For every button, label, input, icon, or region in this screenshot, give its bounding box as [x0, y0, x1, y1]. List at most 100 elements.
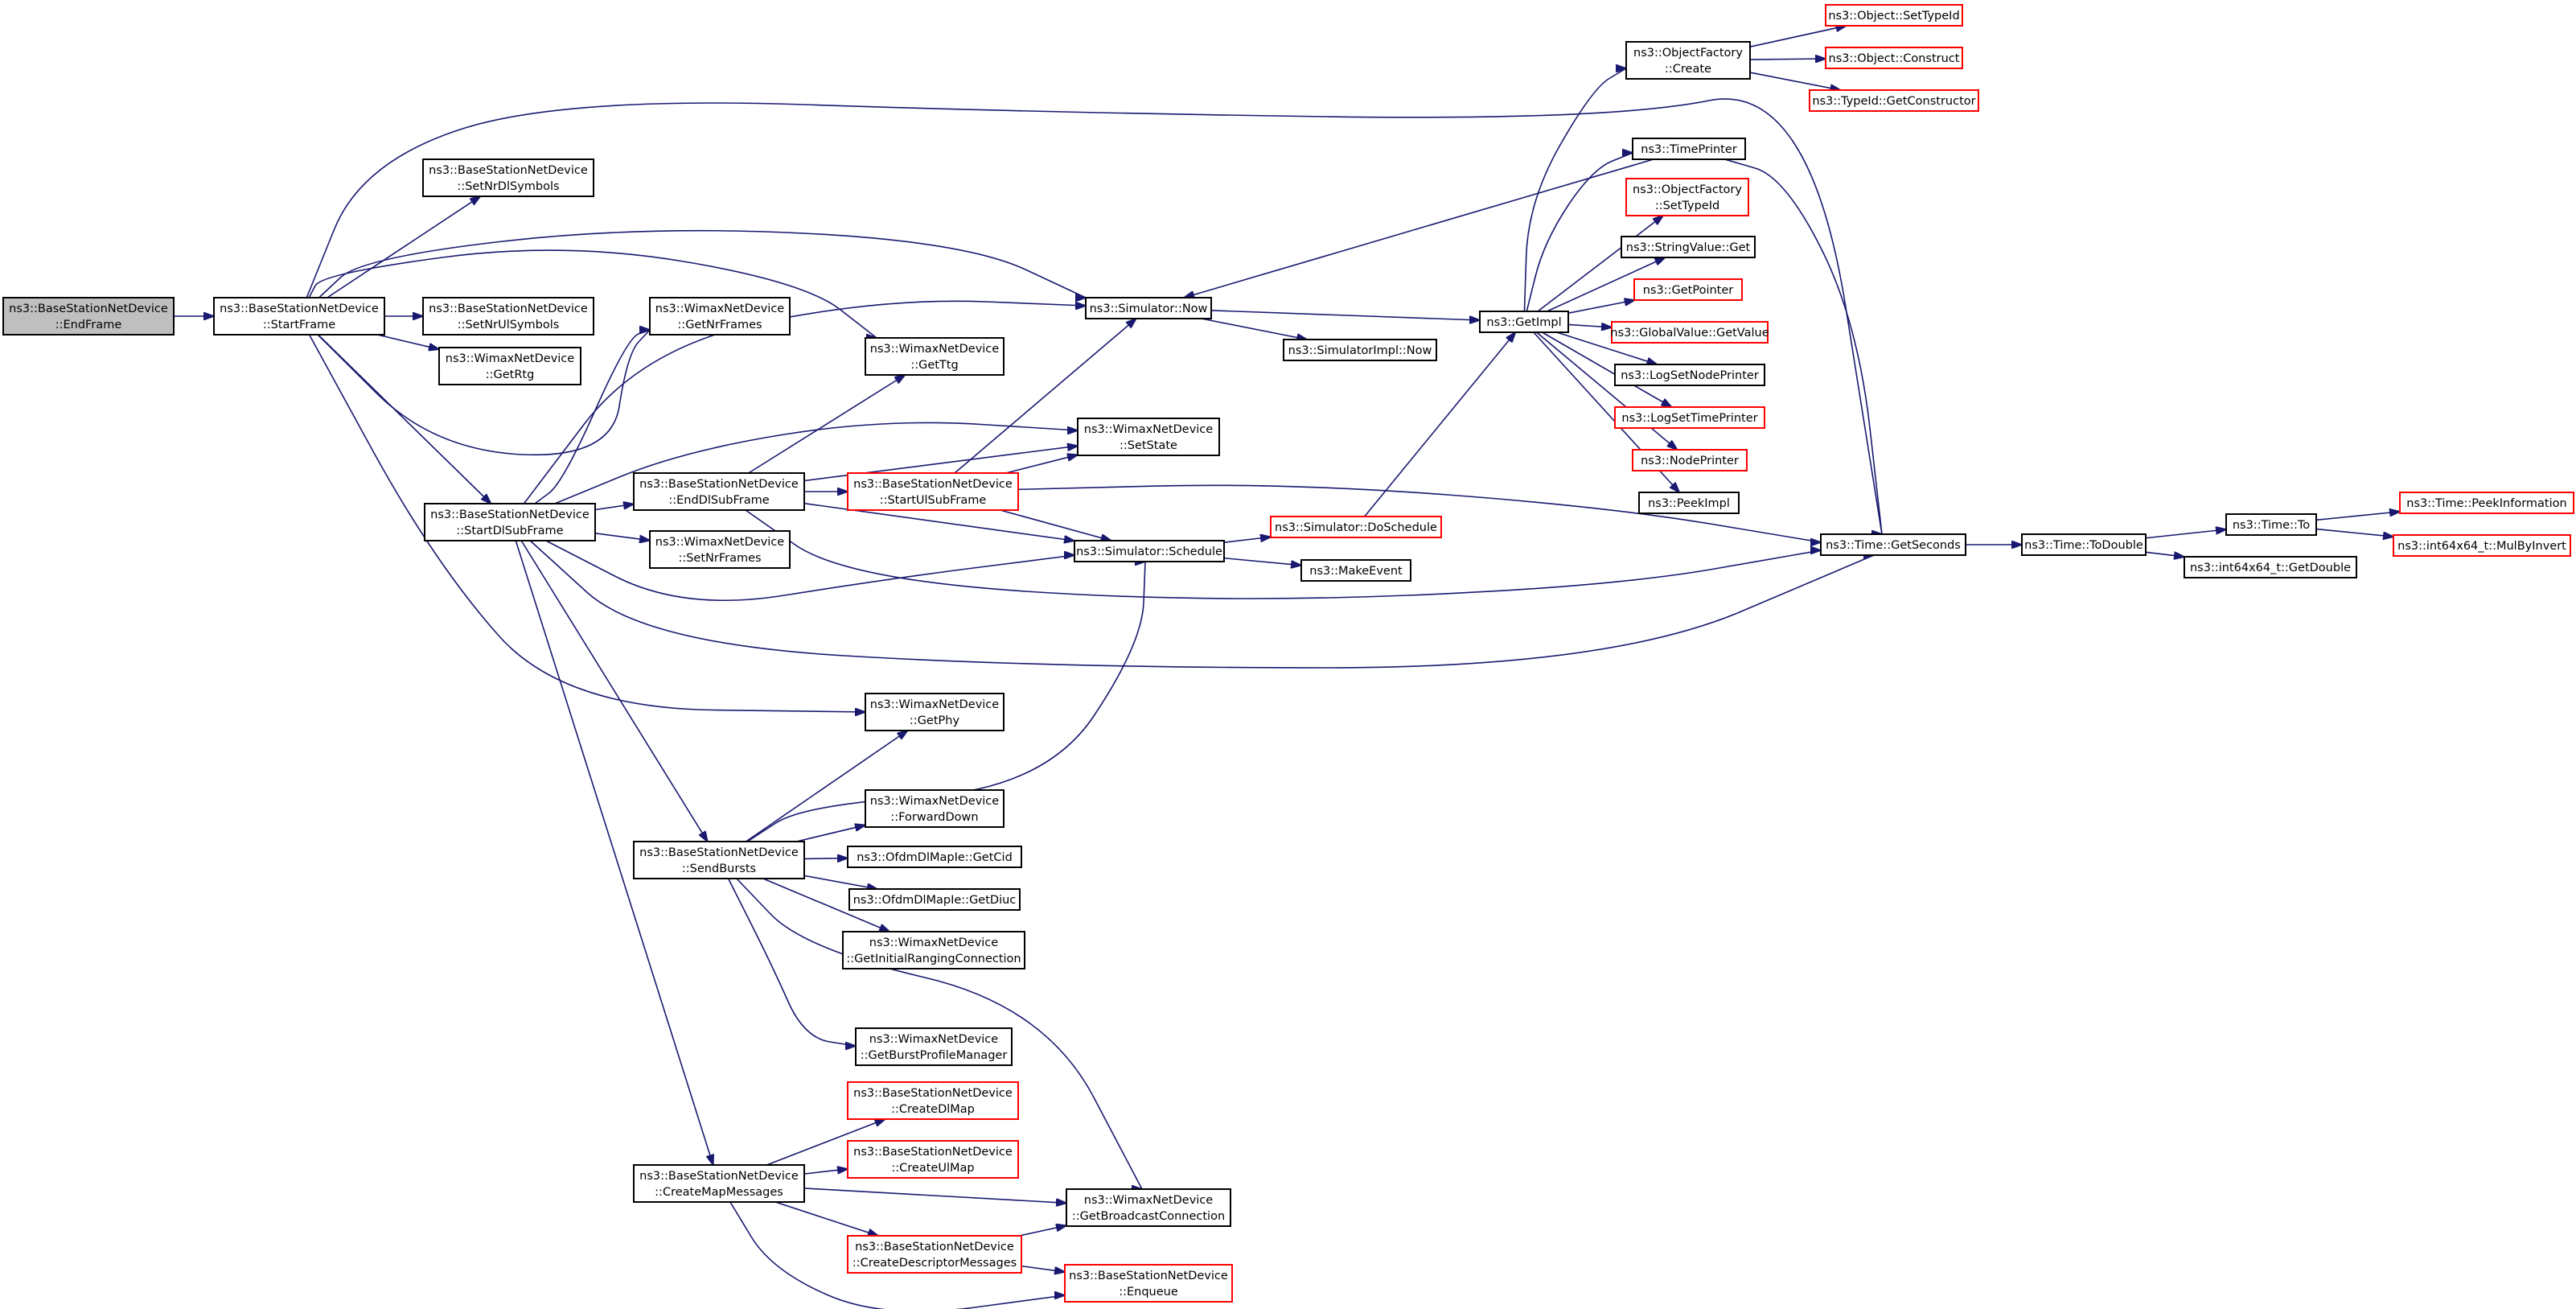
node-peekimpl[interactable]: ns3::PeekImpl [1638, 492, 1740, 514]
edge-simschedule-to-dosched [1223, 537, 1271, 543]
node-label-line: ns3::WimaxNetDevice [1084, 1194, 1213, 1207]
node-getttg[interactable]: ns3::WimaxNetDevice::GetTtg [865, 337, 1005, 376]
node-label-line: ns3::WimaxNetDevice [870, 795, 999, 808]
node-getimpl[interactable]: ns3::GetImpl [1479, 311, 1569, 333]
node-sendbursts[interactable]: ns3::BaseStationNetDevice::SendBursts [633, 841, 805, 879]
node-label-line: ns3::ObjectFactory [1633, 47, 1743, 60]
node-createdescriptor[interactable]: ns3::BaseStationNetDevice::CreateDescrip… [847, 1235, 1022, 1274]
node-getcid[interactable]: ns3::OfdmDlMapIe::GetCid [847, 846, 1022, 868]
node-label-line: ns3::Time::To [2233, 519, 2310, 532]
node-mulbyinvert[interactable]: ns3::int64x64_t::MulByInvert [2393, 534, 2571, 557]
edge-simnow-to-simimplnow [1201, 318, 1308, 340]
node-label-line: ns3::MakeEvent [1309, 565, 1403, 578]
node-label-line: ::Enqueue [1119, 1286, 1178, 1299]
node-getinitranging[interactable]: ns3::WimaxNetDevice::GetInitialRangingCo… [842, 931, 1025, 969]
edge-timeprinter-to-simnow [1184, 158, 1654, 298]
node-objfactsettypeid[interactable]: ns3::ObjectFactory::SetTypeId [1625, 178, 1749, 216]
node-box [649, 530, 791, 569]
node-objsettypeid[interactable]: ns3::Object::SetTypeId [1825, 4, 1963, 27]
edge-startulsubframe-to-setstate [1005, 455, 1078, 474]
edge-createmapmessages-to-createulmap [803, 1169, 848, 1175]
node-getdiuc[interactable]: ns3::OfdmDlMapIe::GetDiuc [848, 888, 1021, 911]
node-box [633, 1164, 805, 1203]
node-makeevent[interactable]: ns3::MakeEvent [1300, 559, 1411, 582]
node-startdlsubframe[interactable]: ns3::BaseStationNetDevice::StartDlSubFra… [424, 503, 596, 541]
edge-sendbursts-to-getinitranging [762, 878, 889, 932]
node-getpointer[interactable]: ns3::GetPointer [1633, 278, 1743, 301]
edge-getimpl-to-globalvalueget [1567, 324, 1612, 327]
node-label-line: ::StartDlSubFrame [456, 525, 563, 537]
node-getrtg[interactable]: ns3::WimaxNetDevice::GetRtg [438, 347, 581, 385]
node-logsetnodeprinter[interactable]: ns3::LogSetNodePrinter [1614, 364, 1765, 386]
node-timeto[interactable]: ns3::Time::To [2225, 513, 2317, 536]
node-globalvalueget[interactable]: ns3::GlobalValue::GetValue [1610, 321, 1769, 344]
node-timeprinter[interactable]: ns3::TimePrinter [1632, 138, 1746, 160]
node-box [847, 1235, 1022, 1274]
node-label-line: ::GetPhy [910, 714, 960, 727]
edge-createmapmessages-to-enqueue [729, 1201, 1065, 1309]
node-box [1614, 364, 1765, 386]
node-box [2184, 556, 2357, 578]
node-setnrulsymbols[interactable]: ns3::BaseStationNetDevice::SetNrUlSymbol… [422, 297, 594, 335]
edge-simnow-to-getimpl [1210, 310, 1480, 320]
node-simimplnow[interactable]: ns3::SimulatorImpl::Now [1283, 339, 1437, 361]
node-label-line: ns3::WimaxNetDevice [446, 352, 574, 365]
node-box [1066, 1188, 1231, 1227]
node-timegetseconds[interactable]: ns3::Time::GetSeconds [1820, 533, 1966, 556]
node-box [865, 789, 1005, 828]
node-getbroadcast[interactable]: ns3::WimaxNetDevice::GetBroadcastConnect… [1066, 1188, 1231, 1227]
node-box [848, 888, 1021, 911]
node-label-line: ns3::PeekImpl [1648, 497, 1730, 510]
edge-timeto-to-peekinfo [2315, 512, 2400, 521]
node-nodeprinter[interactable]: ns3::NodePrinter [1632, 449, 1748, 471]
node-label-line: ns3::BaseStationNetDevice [429, 303, 588, 315]
node-label-line: ::StartFrame [263, 319, 335, 331]
edge-simschedule-to-makeevent [1223, 557, 1301, 566]
node-createulmap[interactable]: ns3::BaseStationNetDevice::CreateUlMap [847, 1140, 1019, 1179]
node-peekinfo[interactable]: ns3::Time::PeekInformation [2399, 492, 2574, 514]
node-box [855, 1027, 1013, 1066]
edge-startframe-to-getttg [308, 249, 877, 338]
node-label-line: ::SendBursts [682, 862, 756, 875]
node-box [847, 472, 1019, 511]
node-box [2021, 533, 2147, 556]
node-box [422, 297, 594, 335]
node-enddlsubframe[interactable]: ns3::BaseStationNetDevice::EndDlSubFrame [633, 472, 805, 511]
node-stringvalueget[interactable]: ns3::StringValue::Get [1621, 236, 1756, 258]
edge-sendbursts-to-getphy [746, 731, 908, 842]
node-setnrdlsymbols[interactable]: ns3::BaseStationNetDevice::SetNrDlSymbol… [422, 158, 594, 197]
node-label-line: ns3::BaseStationNetDevice [853, 1087, 1013, 1100]
node-getdouble[interactable]: ns3::int64x64_t::GetDouble [2184, 556, 2357, 578]
node-startframe[interactable]: ns3::BaseStationNetDevice::StartFrame [213, 297, 385, 335]
edge-getimpl-to-logsetnodeprinter [1556, 331, 1658, 364]
node-typeidgetctor[interactable]: ns3::TypeId::GetConstructor [1809, 89, 1979, 112]
edge-getimpl-to-timeprinter [1526, 153, 1633, 312]
node-setnrframes[interactable]: ns3::WimaxNetDevice::SetNrFrames [649, 530, 791, 569]
node-box [2393, 534, 2571, 557]
node-objfactcreate[interactable]: ns3::ObjectFactory::Create [1625, 41, 1751, 80]
node-setstate[interactable]: ns3::WimaxNetDevice::SetState [1077, 418, 1220, 456]
edge-createmapmessages-to-createdescriptor [774, 1201, 878, 1236]
node-box [438, 347, 581, 385]
node-forwarddown[interactable]: ns3::WimaxNetDevice::ForwardDown [865, 789, 1005, 828]
node-box [1825, 4, 1963, 27]
node-getburstprofile[interactable]: ns3::WimaxNetDevice::GetBurstProfileMana… [855, 1027, 1013, 1066]
edge-startdlsubframe-to-sendbursts [520, 540, 708, 842]
node-logsettimeprinter[interactable]: ns3::LogSetTimePrinter [1614, 406, 1765, 429]
node-simschedule[interactable]: ns3::Simulator::Schedule [1074, 540, 1225, 562]
node-getphy[interactable]: ns3::WimaxNetDevice::GetPhy [865, 693, 1005, 731]
node-box [1085, 297, 1212, 319]
node-createmapmessages[interactable]: ns3::BaseStationNetDevice::CreateMapMess… [633, 1164, 805, 1203]
node-createdlmap[interactable]: ns3::BaseStationNetDevice::CreateDlMap [847, 1081, 1019, 1120]
edge-timetodouble-to-getdouble [2145, 551, 2184, 557]
node-enqueue[interactable]: ns3::BaseStationNetDevice::Enqueue [1064, 1264, 1233, 1303]
node-label-line: ns3::WimaxNetDevice [655, 303, 784, 315]
node-getnrframes[interactable]: ns3::WimaxNetDevice::GetNrFrames [649, 297, 791, 335]
node-timetodouble[interactable]: ns3::Time::ToDouble [2021, 533, 2147, 556]
node-label-line: ns3::StringValue::Get [1626, 241, 1751, 254]
node-objconstruct[interactable]: ns3::Object::Construct [1825, 47, 1963, 69]
node-startulsubframe[interactable]: ns3::BaseStationNetDevice::StartUlSubFra… [847, 472, 1019, 511]
edge-startframe-to-getnrframes [317, 330, 650, 456]
node-simnow[interactable]: ns3::Simulator::Now [1085, 297, 1212, 319]
node-dosched[interactable]: ns3::Simulator::DoSchedule [1270, 516, 1442, 538]
